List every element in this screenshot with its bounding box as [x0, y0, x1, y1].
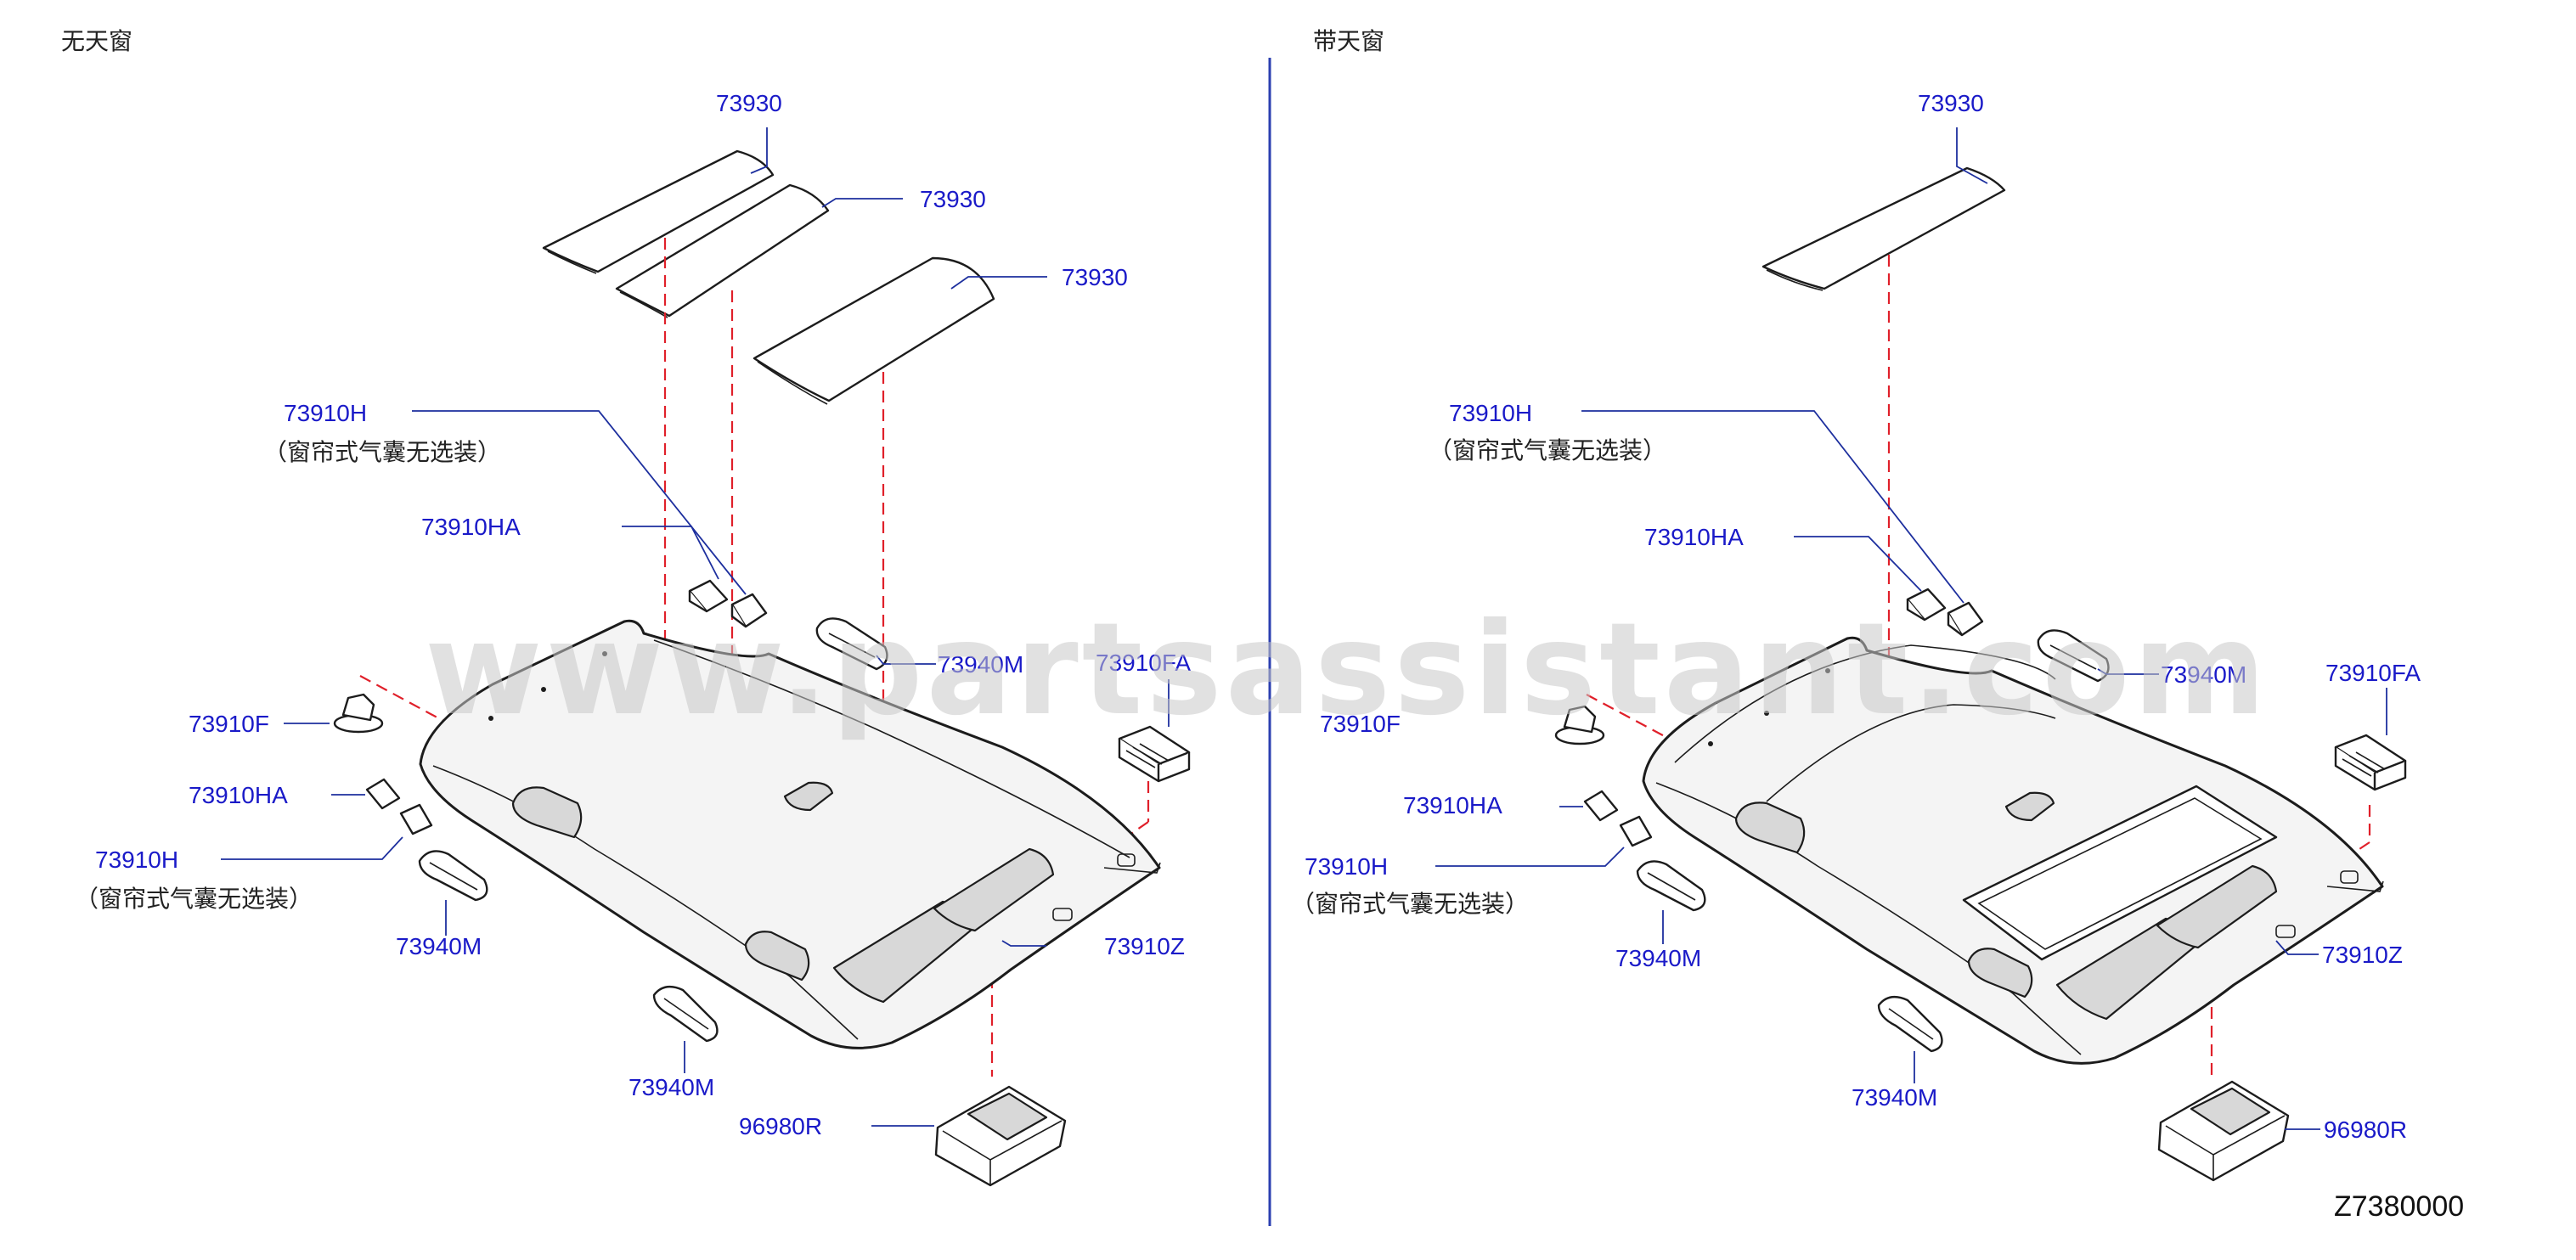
- assist-grip-top: [815, 617, 888, 671]
- pad-73910fa: [1118, 725, 1191, 783]
- clip-73910h-top-r: [1947, 601, 1984, 637]
- watermark-text: www.partsassistant.com: [425, 596, 2269, 744]
- clip-73910ha-left-r: [1583, 790, 1619, 822]
- label-73940m-top: 73940M: [938, 651, 1023, 678]
- label-73940m-top-r: 73940M: [2161, 661, 2246, 688]
- label-73930-a: 73930: [716, 90, 782, 116]
- map-lamp-96980r: [934, 1085, 1067, 1187]
- label-73910f-r: 73910F: [1320, 711, 1401, 737]
- clip-73910f-r: [1554, 705, 1605, 745]
- label-73930-c: 73930: [1062, 264, 1128, 290]
- note-73910h-2: （窗帘式气囊无选装）: [75, 885, 313, 913]
- label-73930-b: 73930: [920, 186, 986, 212]
- assist-grip-bottom: [652, 985, 719, 1043]
- note-73910h: （窗帘式气囊无选装）: [263, 438, 501, 466]
- headlining-panel: [419, 619, 1161, 1049]
- left-assembly: 73930 73930 73930 73910H （窗帘式气囊无选装） 7391…: [75, 90, 1191, 1187]
- label-73910h-2: 73910H: [95, 847, 178, 873]
- label-73910ha-r: 73910HA: [1644, 524, 1744, 550]
- clip-73910ha-top-r: [1906, 588, 1947, 622]
- label-73940m-left: 73940M: [396, 933, 482, 959]
- silencer-pad-c: [753, 256, 995, 405]
- silencer-pad-b: [615, 183, 830, 318]
- label-73910h: 73910H: [284, 400, 367, 426]
- clip-73910f: [333, 693, 384, 734]
- label-96980r-r: 96980R: [2324, 1117, 2407, 1143]
- assist-grip-bottom-r: [1877, 995, 1943, 1053]
- section-title-with-sunroof: 带天窗: [1313, 27, 1384, 55]
- silencer-pad-a: [542, 149, 775, 274]
- clip-73910h-left: [399, 803, 433, 835]
- label-73910h-r: 73910H: [1449, 400, 1532, 426]
- label-73910h-2-r: 73910H: [1305, 853, 1388, 880]
- label-73910ha: 73910HA: [421, 514, 521, 540]
- assist-grip-left-r: [1636, 860, 1706, 912]
- label-73910ha-2-r: 73910HA: [1403, 792, 1502, 818]
- silencer-pad-sunroof: [1761, 166, 2006, 291]
- headlining-panel-sunroof: [1642, 636, 2384, 1065]
- section-title-no-sunroof: 无天窗: [61, 27, 132, 55]
- clip-73910ha-left: [365, 778, 401, 810]
- label-73910f: 73910F: [189, 711, 269, 737]
- note-73910h-r: （窗帘式气囊无选装）: [1429, 436, 1666, 464]
- label-96980r: 96980R: [739, 1113, 822, 1139]
- label-73910z: 73910Z: [1104, 933, 1185, 959]
- clip-73910ha-top: [688, 579, 729, 613]
- map-lamp-96980r-r: [2157, 1080, 2290, 1182]
- clip-73910h-top: [730, 593, 768, 628]
- label-73910z-r: 73910Z: [2322, 942, 2403, 968]
- label-73910ha-2: 73910HA: [189, 782, 288, 808]
- note-73910h-2-r: （窗帘式气囊无选装）: [1291, 890, 1529, 918]
- label-73940m-bottom-r: 73940M: [1852, 1084, 1937, 1111]
- diagram-code: Z7380000: [2334, 1190, 2464, 1223]
- label-73910fa: 73910FA: [1096, 650, 1191, 676]
- label-73940m-left-r: 73940M: [1615, 945, 1701, 971]
- assist-grip-top-r: [2037, 629, 2110, 683]
- label-73940m-bottom: 73940M: [628, 1074, 714, 1100]
- clip-73910h-left-r: [1619, 815, 1653, 847]
- pad-73910fa-r: [2334, 734, 2407, 791]
- label-73930-r: 73930: [1918, 90, 1984, 116]
- label-73910fa-r: 73910FA: [2325, 660, 2421, 686]
- assist-grip-left: [418, 850, 488, 902]
- right-assembly: 73930 73910H （窗帘式气囊无选装） 73910HA 73940M 7…: [1291, 90, 2421, 1182]
